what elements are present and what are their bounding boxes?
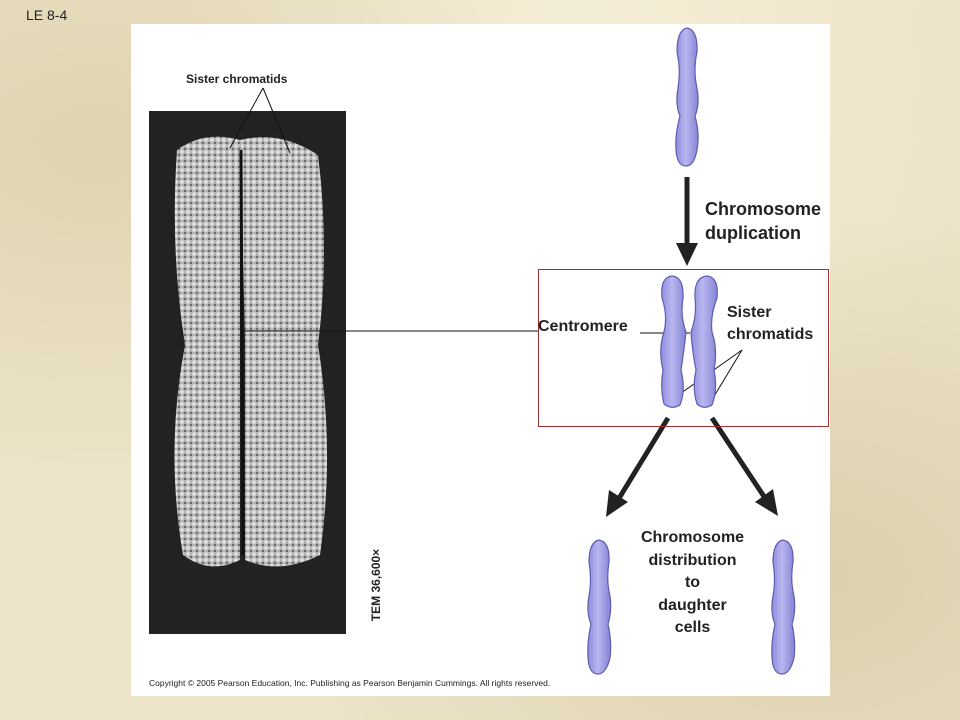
label-distribution-line2: distribution [648, 551, 737, 569]
label-chromosome-distribution: Chromosome distribution to daughter cell… [625, 527, 760, 640]
daughter-chromosome-right [771, 539, 796, 675]
distribution-arrow-right [709, 416, 778, 516]
tem-micrograph [149, 111, 346, 634]
label-sister-line2: chromatids [727, 326, 814, 343]
centromere-highlight-box [538, 269, 829, 427]
duplication-arrow [676, 177, 698, 266]
copyright-notice: Copyright © 2005 Pearson Education, Inc.… [149, 678, 551, 688]
distribution-arrow-left [606, 416, 671, 517]
slide-label: LE 8-4 [26, 7, 68, 23]
leader-sister-left [229, 87, 264, 149]
leader-sister-right [262, 87, 291, 154]
label-chromosome-duplication-line2: duplication [705, 223, 801, 243]
label-chromosome-duplication: Chromosome duplication [705, 197, 845, 245]
label-distribution-line1: Chromosome [640, 529, 745, 546]
label-centromere: Centromere [538, 318, 628, 335]
label-sister-line1: Sister [727, 304, 772, 321]
label-distribution-line4: daughter [658, 596, 727, 614]
sister-pointer-right [712, 349, 743, 399]
chromosome-top [675, 27, 699, 167]
label-distribution-line3: to [684, 574, 701, 591]
label-sister-chromatids-top: Sister chromatids [186, 72, 288, 86]
duplicated-chromosome [660, 275, 718, 408]
label-tem-magnification: TEM 36,600× [369, 548, 384, 622]
label-sister-chromatids-right: Sister chromatids [727, 302, 837, 346]
daughter-chromosome-left [587, 539, 612, 675]
label-chromosome-duplication-line1: Chromosome [705, 199, 822, 219]
label-distribution-line5: cells [674, 619, 711, 636]
